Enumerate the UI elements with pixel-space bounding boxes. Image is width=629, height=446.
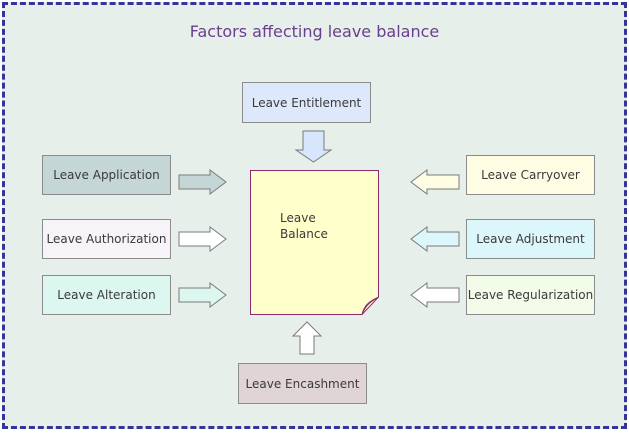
leave-balance-line1: Leave xyxy=(280,211,316,225)
leave-balance-label: Leave Balance xyxy=(280,210,328,242)
diagram-title: Factors affecting leave balance xyxy=(189,22,440,41)
leave-entitlement-box: Leave Entitlement xyxy=(242,82,371,123)
leave-carryover-box: Leave Carryover xyxy=(466,155,595,195)
leave-balance-line2: Balance xyxy=(280,227,328,241)
arrow-left-regularization xyxy=(410,282,460,308)
leave-authorization-box: Leave Authorization xyxy=(42,219,171,259)
leave-balance-note xyxy=(250,170,379,315)
arrow-up-encashment xyxy=(291,321,323,355)
leave-application-box: Leave Application xyxy=(42,155,171,195)
arrow-left-adjustment xyxy=(410,226,460,252)
arrow-down-entitlement xyxy=(294,130,333,163)
leave-regularization-box: Leave Regularization xyxy=(466,275,595,315)
arrow-right-authorization xyxy=(178,226,227,252)
arrow-right-application xyxy=(178,169,227,195)
arrow-left-carryover xyxy=(410,169,460,195)
leave-alteration-box: Leave Alteration xyxy=(42,275,171,315)
arrow-right-alteration xyxy=(178,282,227,308)
leave-adjustment-box: Leave Adjustment xyxy=(466,219,595,259)
leave-encashment-box: Leave Encashment xyxy=(238,363,367,404)
